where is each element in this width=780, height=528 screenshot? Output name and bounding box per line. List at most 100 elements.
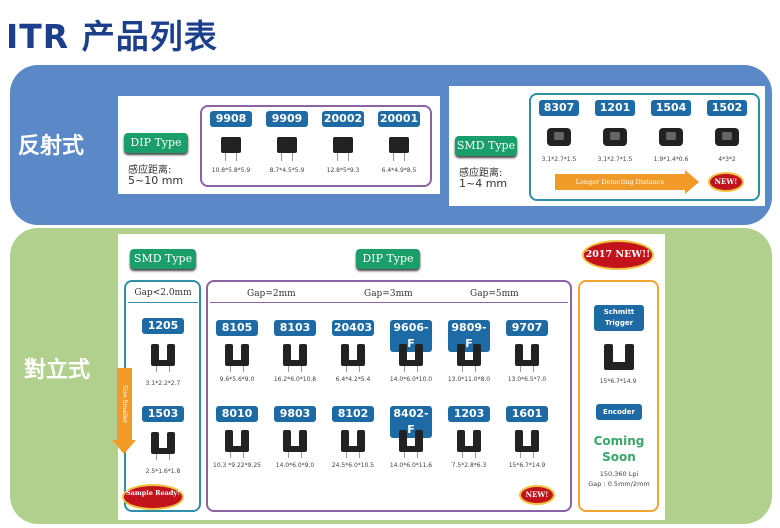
sensor-image	[397, 342, 425, 372]
component-body	[283, 430, 291, 450]
lead	[236, 153, 237, 161]
lead	[301, 366, 302, 372]
lead	[475, 452, 476, 458]
component-body	[221, 137, 241, 153]
model-label: 8010	[216, 406, 258, 422]
component-base	[283, 360, 307, 366]
soon-text: Soon	[602, 450, 636, 464]
lead	[359, 452, 360, 458]
component-body	[473, 344, 481, 364]
sample-ready-badge: Sample Ready!	[122, 484, 184, 510]
component-body	[225, 344, 233, 364]
coming-text: Coming	[593, 434, 645, 448]
lead	[281, 153, 282, 161]
dip-type-button[interactable]: DIP Type	[124, 133, 188, 153]
reflective-smd-frame	[529, 93, 760, 201]
lead	[404, 452, 405, 458]
smd-type-button[interactable]: SMD Type	[130, 249, 196, 269]
component-body	[241, 430, 249, 450]
lead	[288, 366, 289, 372]
model-label: 20403	[332, 320, 374, 336]
sensor-image	[601, 122, 629, 152]
lens	[554, 132, 564, 140]
component-body	[399, 344, 407, 364]
schmitt-dimension: 15*6.7*14.9	[599, 378, 637, 385]
schmitt-sensor-image	[604, 340, 634, 372]
lens	[666, 132, 676, 140]
sensor-image	[513, 342, 541, 372]
component-body	[299, 344, 307, 364]
dimension-text: 13.0*11.0*8.0	[447, 376, 491, 383]
component-base	[515, 446, 539, 452]
dimension-text: 8.7*4.5*5.9	[269, 167, 305, 174]
sensor-image	[281, 428, 309, 458]
arrow-head-icon	[685, 170, 699, 194]
lens	[722, 132, 732, 140]
model-label: 8402-F	[390, 406, 432, 438]
lead	[475, 366, 476, 372]
model-label: 20001	[378, 111, 420, 127]
model-label: 9909	[266, 111, 308, 127]
lead	[404, 366, 405, 372]
dimension-text: 4*3*2	[718, 156, 736, 163]
dimension-text: 10.3 *9.22*9.25	[213, 462, 261, 469]
lead	[230, 452, 231, 458]
gap-note-text: Gap : 0.5mm/2mm	[588, 480, 650, 488]
smd-type-button[interactable]: SMD Type	[455, 136, 517, 156]
sensor-image	[281, 342, 309, 372]
component-body	[415, 344, 423, 364]
dimension-text: 3.1*2.7*1.5	[541, 156, 577, 163]
range-value: 1~4 mm	[459, 177, 508, 190]
component-body	[151, 344, 159, 364]
sensor-image	[149, 430, 177, 460]
component-body	[415, 430, 423, 450]
lead	[462, 452, 463, 458]
component-body	[341, 430, 349, 450]
component-base	[341, 446, 365, 452]
dimension-text: 6.4*4.2*5.4	[335, 376, 371, 383]
model-label: 9908	[210, 111, 252, 127]
sensor-image	[513, 428, 541, 458]
component-body	[151, 432, 159, 452]
lpi-text: 150,360 Lpi	[599, 470, 639, 478]
lead	[225, 153, 226, 161]
component-body	[531, 344, 539, 364]
component-body	[167, 344, 175, 364]
sensor-image	[385, 133, 413, 163]
model-label: 1502	[707, 100, 747, 116]
dip-type-button[interactable]: DIP Type	[356, 249, 420, 269]
sensor-image	[455, 342, 483, 372]
model-label: 1503	[142, 406, 184, 422]
model-label: 9707	[506, 320, 548, 336]
new-2017-badge: 2017 NEW!!	[582, 240, 654, 270]
component-base	[283, 446, 307, 452]
component-base	[399, 446, 423, 452]
new-badge: NEW!	[519, 485, 555, 505]
component-body	[515, 430, 523, 450]
lead	[359, 366, 360, 372]
model-label: 9606-F	[390, 320, 432, 352]
sensor-image	[149, 342, 177, 372]
sensor-image	[223, 342, 251, 372]
component-body	[283, 344, 291, 364]
component-base	[399, 360, 423, 366]
dimension-text: 16.2*6.0*10.8	[273, 376, 317, 383]
sensor-image	[223, 428, 251, 458]
component-body	[241, 344, 249, 364]
lead	[417, 452, 418, 458]
sensor-image	[713, 122, 741, 152]
longer-distance-arrow: Longer Detecting Distance	[555, 174, 685, 190]
lead	[393, 153, 394, 161]
component-body	[399, 430, 407, 450]
model-label: 1205	[142, 318, 184, 334]
lead	[346, 452, 347, 458]
schmitt-trigger-label: Schmitt Trigger	[594, 305, 644, 331]
lead	[337, 153, 338, 161]
lead	[346, 366, 347, 372]
lead	[348, 153, 349, 161]
component-body	[333, 137, 353, 153]
model-label: 8307	[539, 100, 579, 116]
